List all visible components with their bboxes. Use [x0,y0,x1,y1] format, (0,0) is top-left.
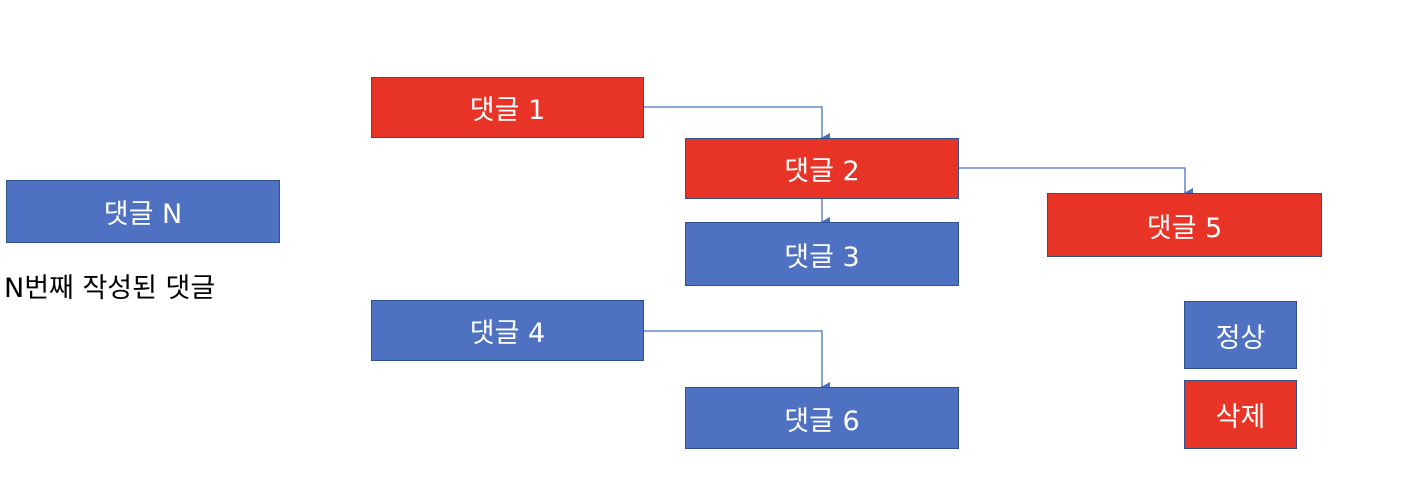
comment-3-label: 댓글 3 [784,241,860,273]
comment-2-box: 댓글 2 [685,138,959,199]
connector-4-to-6 [644,330,830,392]
comment-5-box: 댓글 5 [1047,193,1322,257]
comment-4-box: 댓글 4 [371,300,644,361]
comment-6-box: 댓글 6 [685,387,959,449]
connector-2-to-5 [959,167,1193,198]
legend-sample-box-label: 댓글 N [103,199,183,230]
legend-sample-box: 댓글 N [6,180,280,243]
connector-1-to-2 [644,106,830,143]
comment-5-label: 댓글 5 [1146,212,1223,244]
legend-normal-box: 정상 [1184,301,1297,369]
legend-deleted-label: 삭제 [1215,402,1266,433]
comment-1-label: 댓글 1 [469,95,546,126]
comment-4-label: 댓글 4 [469,318,546,349]
legend-sample-caption: N번째 작성된 댓글 [4,273,216,304]
comment-3-box: 댓글 3 [685,222,959,286]
comment-1-box: 댓글 1 [371,77,644,138]
comment-6-label: 댓글 6 [784,405,860,437]
comment-2-label: 댓글 2 [784,156,860,187]
legend-deleted-box: 삭제 [1184,380,1297,449]
legend-normal-label: 정상 [1215,322,1266,354]
